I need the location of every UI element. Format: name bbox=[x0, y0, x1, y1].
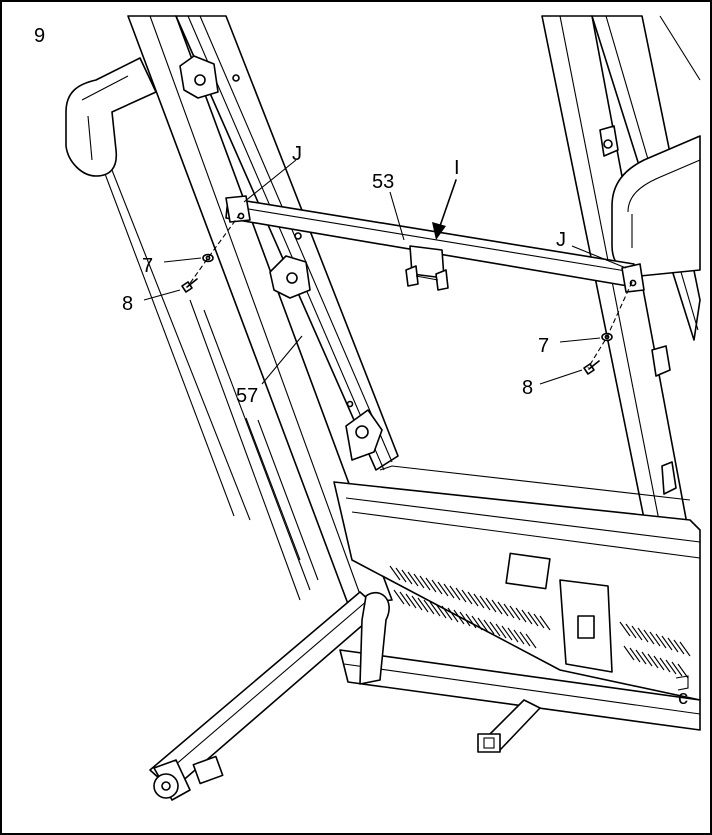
callout-57: 57 bbox=[236, 385, 258, 407]
right-hardware bbox=[583, 281, 633, 375]
callout-8-right: 8 bbox=[522, 377, 533, 399]
callout-J-right: J bbox=[556, 229, 566, 251]
base-frame: c bbox=[149, 591, 701, 801]
callout-7-right: 7 bbox=[538, 335, 549, 357]
callout-7-left: 7 bbox=[142, 255, 153, 277]
leader-lines bbox=[143, 159, 627, 385]
left-upright bbox=[95, 15, 399, 605]
svg-text:c: c bbox=[678, 687, 688, 709]
left-handrail bbox=[65, 57, 157, 177]
callout-8-left: 8 bbox=[122, 293, 133, 315]
upper-left-bracket bbox=[179, 55, 240, 99]
callout-J-left: J bbox=[292, 143, 302, 165]
motor-hood bbox=[333, 465, 701, 701]
left-hardware bbox=[181, 213, 241, 293]
callout-53: 53 bbox=[372, 171, 394, 193]
mid-left-bracket bbox=[269, 255, 311, 299]
hood-vents bbox=[389, 565, 691, 679]
crossbar bbox=[225, 195, 645, 293]
lower-left-bracket bbox=[345, 400, 383, 461]
right-handrail bbox=[611, 135, 701, 277]
step-number: 9 bbox=[34, 25, 45, 47]
callout-I: I bbox=[454, 157, 460, 179]
